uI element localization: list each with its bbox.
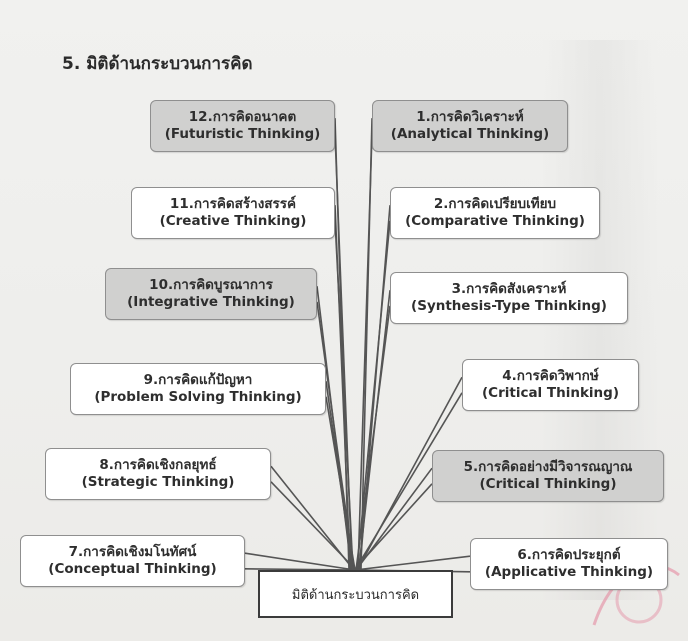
node-thai-label: 12.การคิดอนาคต	[188, 109, 297, 126]
node-english-label: (Critical Thinking)	[482, 385, 619, 401]
connector-line-right-2-b	[356, 220, 391, 571]
left-node-1: 12.การคิดอนาคต(Futuristic Thinking)	[150, 100, 335, 152]
left-node-6: 7.การคิดเชิงมโนทัศน์(Conceptual Thinking…	[20, 535, 245, 587]
node-english-label: (Futuristic Thinking)	[164, 126, 321, 142]
connector-line-left-6	[244, 552, 356, 571]
node-english-label: (Synthesis-Type Thinking)	[411, 298, 607, 314]
node-thai-label: 6.การคิดประยุกต์	[517, 547, 621, 564]
node-thai-label: 8.การคิดเชิงกลยุทธ์	[99, 457, 217, 474]
node-english-label: (Strategic Thinking)	[81, 474, 235, 490]
node-thai-label: 10.การคิดบูรณาการ	[149, 277, 273, 294]
right-node-5: 5.การคิดอย่างมีวิจารณญาณ(Critical Thinki…	[432, 450, 664, 502]
node-english-label: (Analytical Thinking)	[390, 126, 550, 142]
right-node-3: 3.การคิดสังเคราะห์(Synthesis-Type Thinki…	[390, 272, 628, 324]
connector-line-left-5-b	[270, 481, 357, 571]
connector-line-right-6	[354, 555, 471, 571]
node-english-label: (Conceptual Thinking)	[48, 561, 217, 577]
node-thai-label: 9.การคิดแก้ปัญหา	[143, 372, 253, 389]
node-english-label: (Creative Thinking)	[159, 213, 307, 229]
right-node-4: 4.การคิดวิพากษ์(Critical Thinking)	[462, 359, 639, 411]
node-english-label: (Comparative Thinking)	[405, 213, 585, 229]
left-node-3: 10.การคิดบูรณาการ(Integrative Thinking)	[105, 268, 317, 320]
center-node: มิติด้านกระบวนการคิด	[258, 570, 453, 618]
node-thai-label: 11.การคิดสร้างสรรค์	[169, 196, 297, 213]
connector-line-left-6-b	[244, 568, 358, 571]
node-thai-label: 2.การคิดเปรียบเทียบ	[433, 196, 557, 213]
node-thai-label: 5.การคิดอย่างมีวิจารณญาณ	[463, 459, 633, 476]
node-english-label: (Applicative Thinking)	[484, 564, 654, 580]
node-thai-label: 1.การคิดวิเคราะห์	[416, 109, 524, 126]
right-node-2: 2.การคิดเปรียบเทียบ(Comparative Thinking…	[390, 187, 600, 239]
node-thai-label: 3.การคิดสังเคราะห์	[451, 281, 567, 298]
node-english-label: (Problem Solving Thinking)	[94, 389, 302, 405]
connector-line-right-5-b	[353, 483, 433, 571]
right-node-1: 1.การคิดวิเคราะห์(Analytical Thinking)	[372, 100, 568, 152]
node-english-label: (Critical Thinking)	[479, 476, 617, 492]
connector-line-right-3-b	[355, 305, 391, 571]
left-node-5: 8.การคิดเชิงกลยุทธ์(Strategic Thinking)	[45, 448, 271, 500]
node-thai-label: 4.การคิดวิพากษ์	[502, 368, 599, 385]
node-thai-label: 7.การคิดเชิงมโนทัศน์	[68, 544, 197, 561]
left-node-2: 11.การคิดสร้างสรรค์(Creative Thinking)	[131, 187, 335, 239]
connector-line-left-2-b	[334, 220, 354, 571]
page-title: 5. มิติด้านกระบวนการคิด	[62, 54, 253, 74]
connector-line-left-4-b	[325, 396, 356, 571]
node-english-label: (Integrative Thinking)	[127, 294, 295, 310]
connector-line-right-1-b	[357, 133, 373, 571]
right-node-6: 6.การคิดประยุกต์(Applicative Thinking)	[470, 538, 668, 590]
left-node-4: 9.การคิดแก้ปัญหา(Problem Solving Thinkin…	[70, 363, 326, 415]
connector-line-right-4-b	[354, 392, 463, 571]
